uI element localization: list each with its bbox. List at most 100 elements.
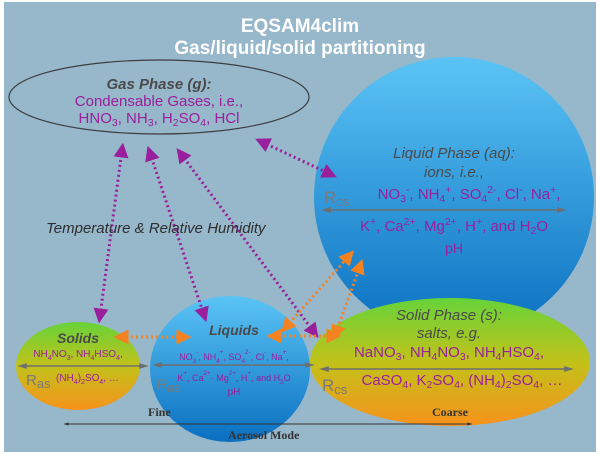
formula-text: O — [536, 218, 549, 235]
liquid-phase-circle — [314, 57, 594, 337]
subscript: 2 — [172, 117, 179, 129]
formula-text: , Na — [522, 186, 551, 203]
r-letter: R — [324, 188, 337, 207]
subscript: 4 — [454, 379, 460, 391]
liquid-phase-r-label: Rcs — [324, 188, 349, 209]
formula-text: · Mg — [210, 373, 229, 383]
aerosol-mode-label: Aerosol Mode — [228, 428, 300, 442]
subscript: 4 — [47, 355, 52, 362]
subscript: 2 — [530, 225, 537, 237]
gas-phase-heading: Gas Phase (g): — [106, 76, 212, 93]
formula-text: , and H — [482, 218, 531, 235]
formula-text: NO — [437, 344, 460, 361]
subscript: 3 — [395, 351, 402, 363]
subscript: 4 — [534, 351, 540, 363]
formula-text: , NH — [401, 344, 432, 361]
r-subscript: cs — [336, 194, 350, 209]
superscript: - — [519, 184, 523, 196]
subscript: 4 — [481, 193, 488, 205]
superscript: 2+ — [228, 370, 236, 377]
formula-text: NO — [51, 349, 67, 360]
formula-text: SO — [84, 373, 100, 384]
liquid-phase-ions-line1: NO3-, NH4+, SO42-, Cl-, Na+, — [349, 184, 589, 205]
subscript: 3 — [192, 358, 197, 365]
superscript: - — [196, 349, 199, 356]
formula-text: CaSO — [361, 372, 403, 389]
formula-text: , and H — [251, 373, 281, 383]
r-subscript: as — [167, 380, 181, 395]
solid-phase-r-label: Rcs — [322, 376, 347, 397]
superscript: + — [247, 370, 252, 377]
r-subscript: cs — [334, 382, 348, 397]
diagram-canvas: EQSAM4clim Gas/liquid/solid partitioning… — [4, 2, 596, 452]
formula-text: , Na — [266, 352, 283, 362]
superscript: 2+ — [403, 216, 416, 228]
formula-text: , Cl — [496, 186, 520, 203]
subscript: 4 — [439, 193, 446, 205]
formula-text: HSO — [501, 344, 535, 361]
superscript: + — [475, 216, 483, 228]
subscript: 2 — [81, 379, 85, 386]
liquid-phase-ions-line2: K+, Ca2+, Mg2+, H+, and H2O — [314, 216, 594, 237]
solid-phase-liquid-phase-arrow — [331, 258, 365, 341]
subscript: 3 — [459, 351, 466, 363]
formula-text: , — [119, 349, 123, 360]
liquid-phase-heading: Liquid Phase (aq): — [393, 145, 515, 162]
r-letter: R — [322, 376, 335, 395]
formula-text: , Ca — [187, 373, 204, 383]
superscript: 2- — [244, 349, 251, 356]
formula-text: , Ca — [376, 218, 404, 235]
solid-phase-subheading: salts, e.g. — [416, 325, 482, 342]
r-subscript: as — [36, 376, 51, 391]
liquids-ph: pH — [227, 387, 241, 398]
formula-text: , NH — [117, 110, 148, 127]
formula-text: NO — [179, 352, 193, 362]
formula-text: , K — [408, 372, 427, 389]
liquids-line1: NO3-, NH4+, SO42-, Cl-, Na+, — [154, 349, 314, 365]
superscript: + — [183, 370, 188, 377]
liquids-line2: K+, Ca2+· Mg2+, H+, and H2O — [154, 370, 314, 386]
formula-text: ) — [77, 373, 82, 384]
gas-phase-species: HNO3, NH3, H2SO4, HCl — [9, 110, 309, 129]
subscript: 3 — [400, 193, 406, 205]
solid-phase-heading: Solid Phase (s): — [396, 307, 502, 324]
formula-text: SO — [432, 372, 455, 389]
liquids-circle — [150, 296, 310, 442]
liquid-phase-ph: pH — [445, 240, 463, 256]
subscript: 4 — [494, 379, 501, 391]
solids-line1: NH4NO3, NH4HSO4, — [16, 349, 140, 362]
superscript: + — [370, 216, 377, 228]
r-letter: R — [157, 376, 168, 392]
formula-text: , — [539, 344, 545, 361]
formula-text: NO — [377, 186, 401, 203]
subscript: 4 — [116, 355, 120, 362]
superscript: 2- — [487, 184, 497, 196]
subscript: 2 — [426, 379, 433, 391]
superscript: + — [445, 184, 452, 196]
solid-phase-salts-line2: CaSO4, K2SO4, (NH4)2SO4, … — [340, 372, 584, 391]
superscript: - — [264, 349, 267, 356]
solid-phase-ellipse — [310, 298, 590, 426]
r-letter: R — [26, 372, 37, 389]
subscript: 4 — [495, 351, 502, 363]
formula-text: SO — [178, 110, 201, 127]
formula-text: , NH — [198, 352, 217, 362]
subscript: 4 — [73, 379, 78, 386]
subscript: 4 — [402, 379, 409, 391]
conditions-label: Temperature & Relative Humidity — [46, 220, 266, 237]
subscript: 4 — [533, 379, 540, 391]
title-line-2: Gas/liquid/solid partitioning — [174, 38, 426, 59]
formula-text: , NH — [465, 344, 496, 361]
formula-text: , NH — [409, 186, 440, 203]
formula-text: HSO — [94, 349, 117, 360]
formula-text: , Cl — [250, 352, 265, 362]
superscript: + — [550, 184, 557, 196]
formula-text: , (NH — [459, 372, 495, 389]
superscript: + — [219, 349, 224, 356]
formula-text: , H — [235, 373, 248, 383]
formula-text: NaNO — [353, 344, 396, 361]
solid-phase-salts-line1: NaNO3, NH4NO3, NH4HSO4, — [314, 344, 584, 363]
superscript: 2+ — [444, 216, 457, 228]
solids-line2: (NH4)2SO4, … — [56, 373, 119, 386]
formula-text: O — [283, 373, 291, 383]
